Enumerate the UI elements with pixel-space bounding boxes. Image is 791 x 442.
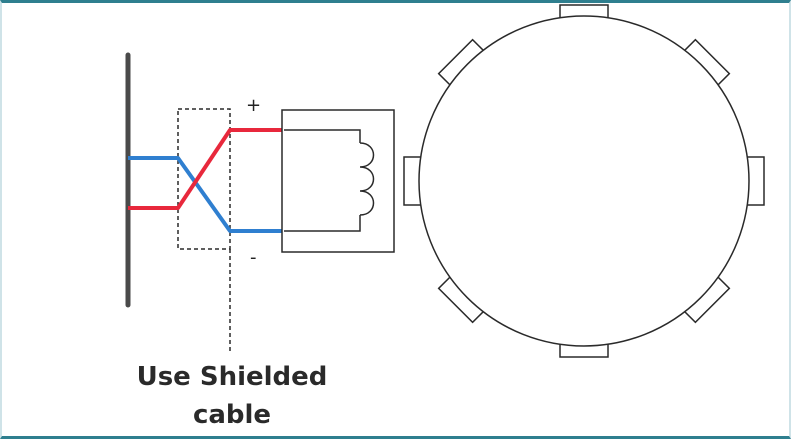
shield-box	[177, 108, 231, 250]
sensor-box	[281, 109, 395, 253]
sensor-lead-top	[284, 129, 361, 143]
plus-label: +	[246, 95, 261, 116]
wiring-diagram: + -	[125, 4, 765, 358]
minus-label: -	[250, 247, 257, 268]
caption-line-1: Use Shielded	[136, 362, 328, 392]
target-wheel	[418, 15, 750, 347]
caption-line-2: cable	[192, 400, 272, 430]
negative-wire	[128, 156, 284, 233]
coil-icon	[359, 142, 375, 216]
sensor-lead-bottom	[284, 215, 361, 232]
positive-wire	[128, 128, 284, 210]
shielded-cable-caption: Use Shielded cable	[122, 358, 342, 434]
